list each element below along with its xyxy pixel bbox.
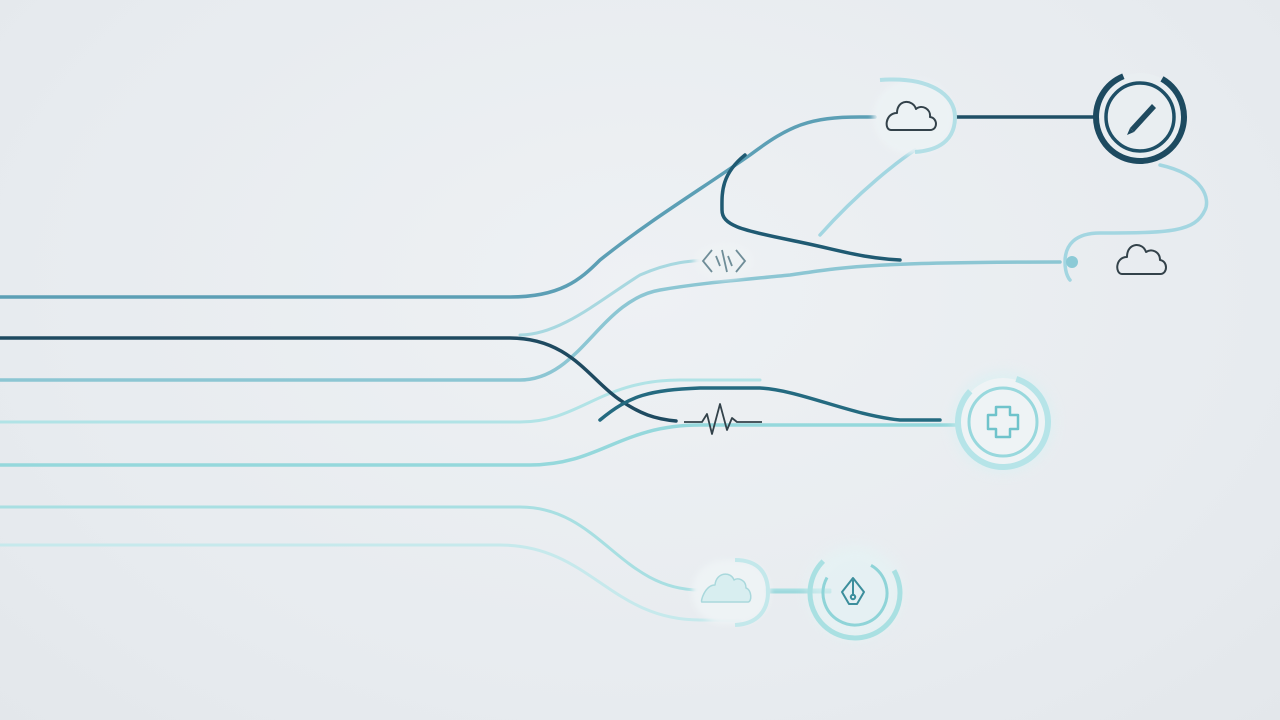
flow-line-4 (0, 260, 1062, 382)
pen-icon (1127, 104, 1156, 135)
flow-line-hump (598, 386, 942, 422)
flow-line-branch (720, 153, 902, 262)
code-brackets-icon (701, 249, 747, 273)
plus-icon (986, 405, 1020, 439)
cloud-node-right (1066, 244, 1167, 275)
heartbeat-icon (684, 403, 762, 435)
cloud-icon (885, 101, 937, 131)
cloud-node-top (873, 77, 958, 154)
code-node (694, 243, 754, 279)
cloud-icon (700, 573, 752, 603)
flow-line-6 (0, 423, 962, 467)
heartbeat-node (684, 403, 762, 435)
flow-line-loop (818, 148, 1209, 282)
pen-node (1093, 70, 1187, 164)
pen-nib-icon (841, 577, 865, 605)
plus-node (953, 372, 1053, 472)
cloud-node-bottom (692, 558, 771, 627)
flow-line-1 (0, 336, 678, 423)
flow-line-2 (0, 115, 877, 299)
flow-line-7 (0, 505, 832, 592)
flow-line-3 (518, 258, 722, 337)
pen-nib-node (807, 545, 903, 641)
flow-line-5 (0, 378, 762, 424)
cloud-icon (1116, 244, 1167, 275)
flow-line-8 (0, 543, 742, 622)
